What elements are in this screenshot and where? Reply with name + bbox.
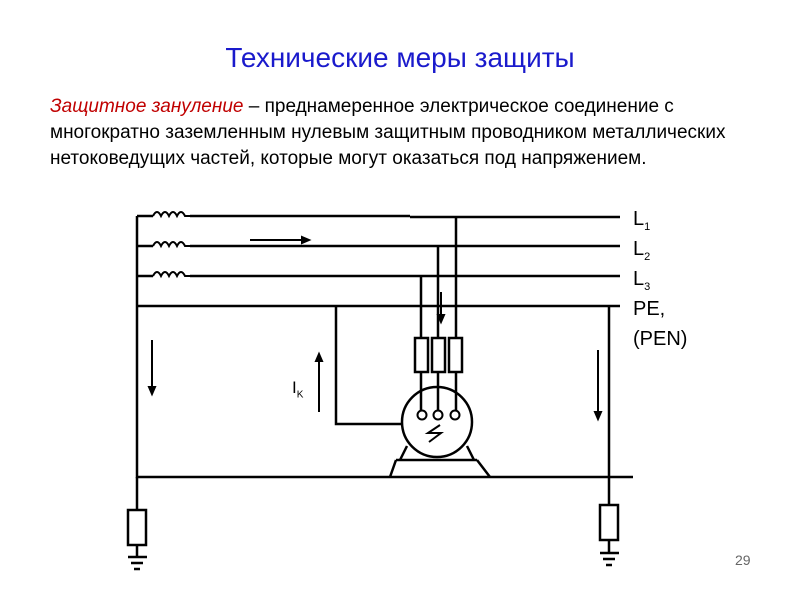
label-pe: PE, bbox=[633, 298, 666, 320]
phase-lines bbox=[135, 214, 633, 479]
label-l3: L3 bbox=[633, 268, 651, 293]
definition: Защитное зануление – преднамеренное элек… bbox=[50, 94, 770, 172]
current-arrows bbox=[147, 235, 603, 422]
motor-feeders bbox=[413, 216, 464, 410]
pe-branch bbox=[334, 306, 403, 426]
coil-icons bbox=[152, 211, 190, 279]
definition-text: – преднамеренное электрическое соединени… bbox=[50, 96, 726, 169]
label-ik: IK bbox=[292, 378, 304, 401]
label-pen: (PEN) bbox=[633, 328, 688, 350]
page-number: 29 bbox=[735, 552, 751, 568]
ground-right bbox=[598, 306, 620, 567]
label-l1: L1 bbox=[633, 208, 651, 233]
label-l2: L2 bbox=[633, 238, 651, 263]
ground-left bbox=[126, 477, 148, 571]
slide-title: Технические меры защиты bbox=[225, 42, 575, 73]
motor-icon bbox=[388, 385, 491, 478]
definition-term: Защитное зануление bbox=[50, 96, 244, 117]
